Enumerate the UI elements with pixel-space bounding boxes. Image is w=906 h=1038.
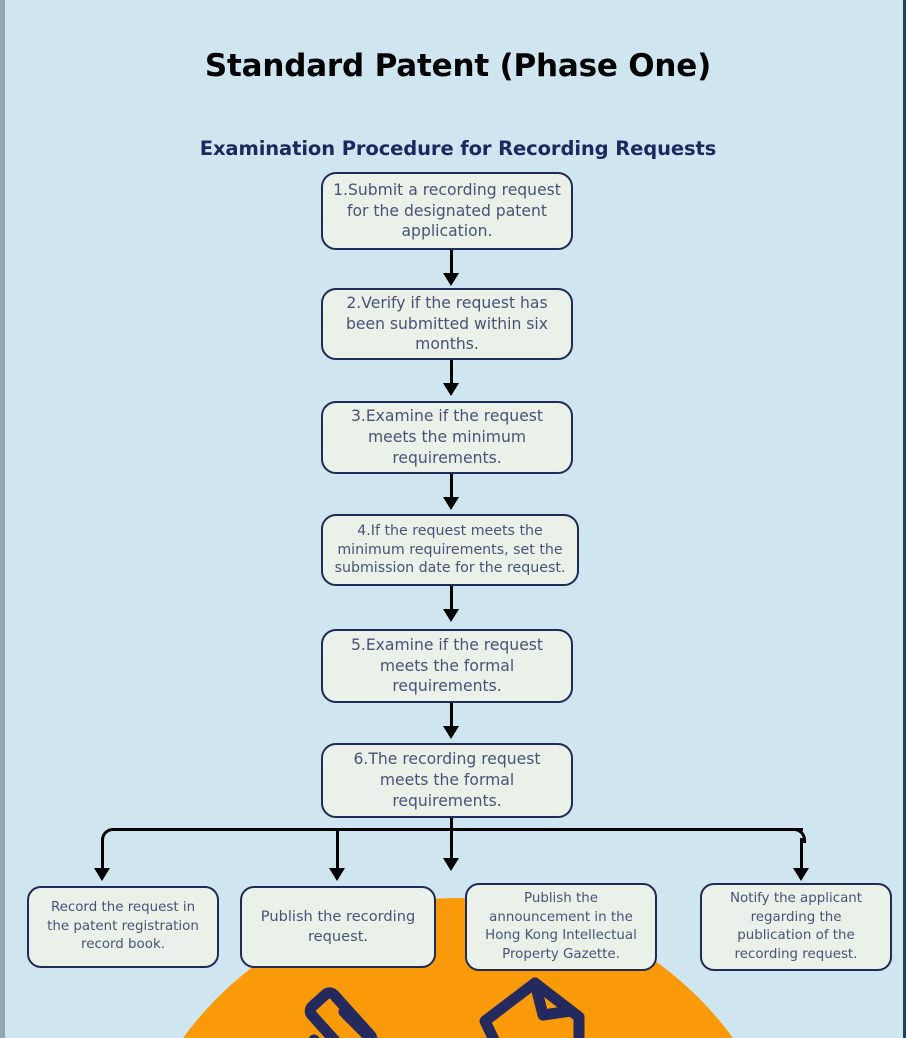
fanout-elbow-left <box>101 828 116 843</box>
arrowhead-outcome-2 <box>329 868 345 881</box>
connector-2-3 <box>450 360 453 385</box>
flow-node-step-5[interactable]: 5.Examine if the request meets the forma… <box>321 629 573 703</box>
fanout-bus <box>113 828 803 831</box>
connector-bus-outcome-4 <box>800 838 803 870</box>
flow-node-step-6[interactable]: 6.The recording request meets the formal… <box>321 743 573 818</box>
arrowhead-outcome-1 <box>94 868 110 881</box>
arrowhead-5-6 <box>443 726 459 739</box>
flow-node-step-4[interactable]: 4.If the request meets the minimum requi… <box>321 514 579 586</box>
connector-1-2 <box>450 250 453 275</box>
arrowhead-2-3 <box>443 383 459 396</box>
flow-node-step-1[interactable]: 1.Submit a recording request for the des… <box>321 172 573 250</box>
connector-bus-outcome-1 <box>101 838 104 870</box>
flow-node-outcome-2[interactable]: Publish the recording request. <box>240 886 436 968</box>
orange-disc-decoration <box>118 898 798 1038</box>
flow-node-outcome-3[interactable]: Publish the announcement in the Hong Kon… <box>465 883 657 971</box>
flow-node-outcome-4[interactable]: Notify the applicant regarding the publi… <box>700 883 892 971</box>
gavel-icon <box>300 980 410 1038</box>
document-icon <box>475 977 600 1038</box>
connector-3-4 <box>450 474 453 499</box>
arrowhead-1-2 <box>443 273 459 286</box>
arrowhead-outcome-4 <box>793 868 809 881</box>
flow-node-step-2[interactable]: 2.Verify if the request has been submitt… <box>321 288 573 360</box>
arrowhead-4-5 <box>443 609 459 622</box>
connector-4-5 <box>450 586 453 611</box>
connector-bus-outcome-2 <box>336 830 339 870</box>
connector-5-6 <box>450 703 453 728</box>
flow-node-step-3[interactable]: 3.Examine if the request meets the minim… <box>321 401 573 474</box>
connector-6-bus-stem <box>450 818 453 860</box>
arrowhead-3-4 <box>443 497 459 510</box>
fanout-elbow-right <box>791 828 806 843</box>
page-subtitle: Examination Procedure for Recording Requ… <box>199 137 717 160</box>
arrowhead-6-outcome-3 <box>443 858 459 871</box>
page-title: Standard Patent (Phase One) <box>204 48 712 84</box>
flow-node-outcome-1[interactable]: Record the request in the patent registr… <box>27 886 219 968</box>
